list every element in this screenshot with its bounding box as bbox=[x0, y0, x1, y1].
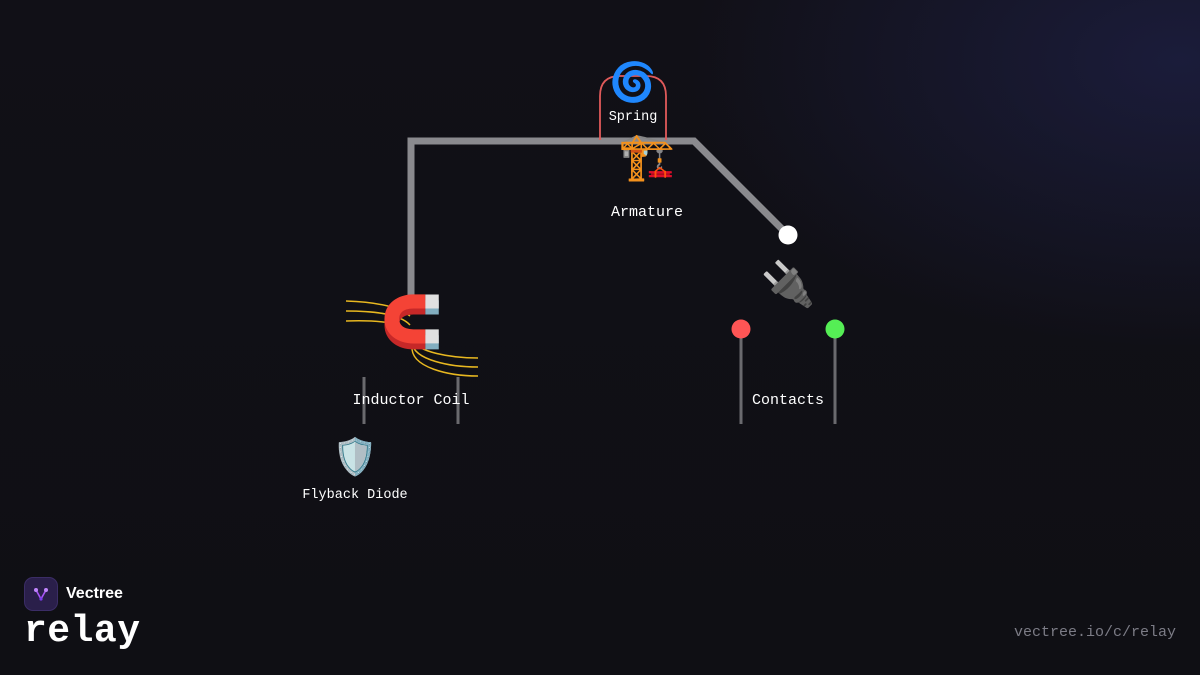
vectree-logo-icon bbox=[24, 577, 58, 611]
crane-icon: 🏗️ bbox=[618, 129, 676, 183]
brand-name: Vectree bbox=[66, 585, 123, 602]
brand[interactable]: Vectree bbox=[24, 577, 123, 611]
yoke-frame bbox=[407, 137, 791, 300]
armature-label: Armature bbox=[610, 204, 684, 221]
inductor-coil-label: Inductor Coil bbox=[352, 392, 470, 409]
page-title: relay bbox=[24, 610, 141, 653]
contact-closed-dot bbox=[825, 319, 845, 339]
contacts-label: Contacts bbox=[751, 392, 825, 409]
magnet-icon: 🧲 bbox=[380, 293, 444, 351]
spring-label: Spring bbox=[608, 110, 658, 125]
shield-icon: 🛡️ bbox=[332, 437, 378, 478]
plug-icon: 🔌 bbox=[760, 259, 816, 310]
page-url-link[interactable]: vectree.io/c/relay bbox=[1013, 624, 1176, 641]
spring-cyclone-icon: 🌀 bbox=[609, 60, 657, 104]
field-lines bbox=[345, 300, 479, 377]
spring-outline bbox=[599, 75, 667, 140]
contact-open-dot bbox=[731, 319, 751, 339]
flyback-diode-label: Flyback Diode bbox=[302, 488, 408, 503]
armature-tip bbox=[778, 225, 798, 245]
